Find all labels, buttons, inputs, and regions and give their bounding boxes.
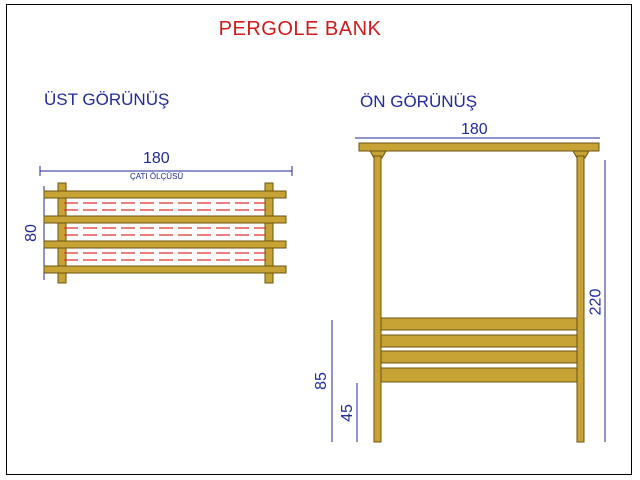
roof-beam <box>358 142 600 152</box>
seat-height-dim-text: 45 <box>338 404 356 422</box>
top-depth-dim-text: 80 <box>22 224 40 242</box>
hidden-roof-battens <box>64 202 266 261</box>
front-view <box>331 137 606 443</box>
top-slat-3 <box>43 240 287 249</box>
top-post-left <box>57 182 67 284</box>
top-slat-1 <box>43 190 287 199</box>
top-width-dim-text: 180 <box>143 150 170 167</box>
bench-slat-3 <box>380 350 578 364</box>
front-width-dim-text: 180 <box>461 121 488 138</box>
top-slat-2 <box>43 215 287 224</box>
drawing-frame <box>6 4 632 475</box>
drawing-title: PERGOLE BANK <box>218 18 382 40</box>
bench-slat-1 <box>380 317 578 331</box>
roof-size-note: ÇATI ÖLÇÜSÜ <box>130 172 184 181</box>
front-post-right <box>576 155 585 443</box>
front-view-label: ÖN GÖRÜNÜŞ <box>360 92 478 111</box>
front-post-left <box>373 155 382 443</box>
back-height-dim-text: 85 <box>312 372 330 390</box>
front-height-dim-text: 220 <box>587 288 605 316</box>
top-view-label: ÜST GÖRÜNÜŞ <box>44 90 170 109</box>
bench-slat-4 <box>380 367 578 383</box>
roof-outline <box>61 192 273 274</box>
top-view <box>39 166 293 284</box>
bench-slat-2 <box>380 334 578 348</box>
top-post-right <box>264 182 274 284</box>
top-slat-4 <box>43 265 287 274</box>
